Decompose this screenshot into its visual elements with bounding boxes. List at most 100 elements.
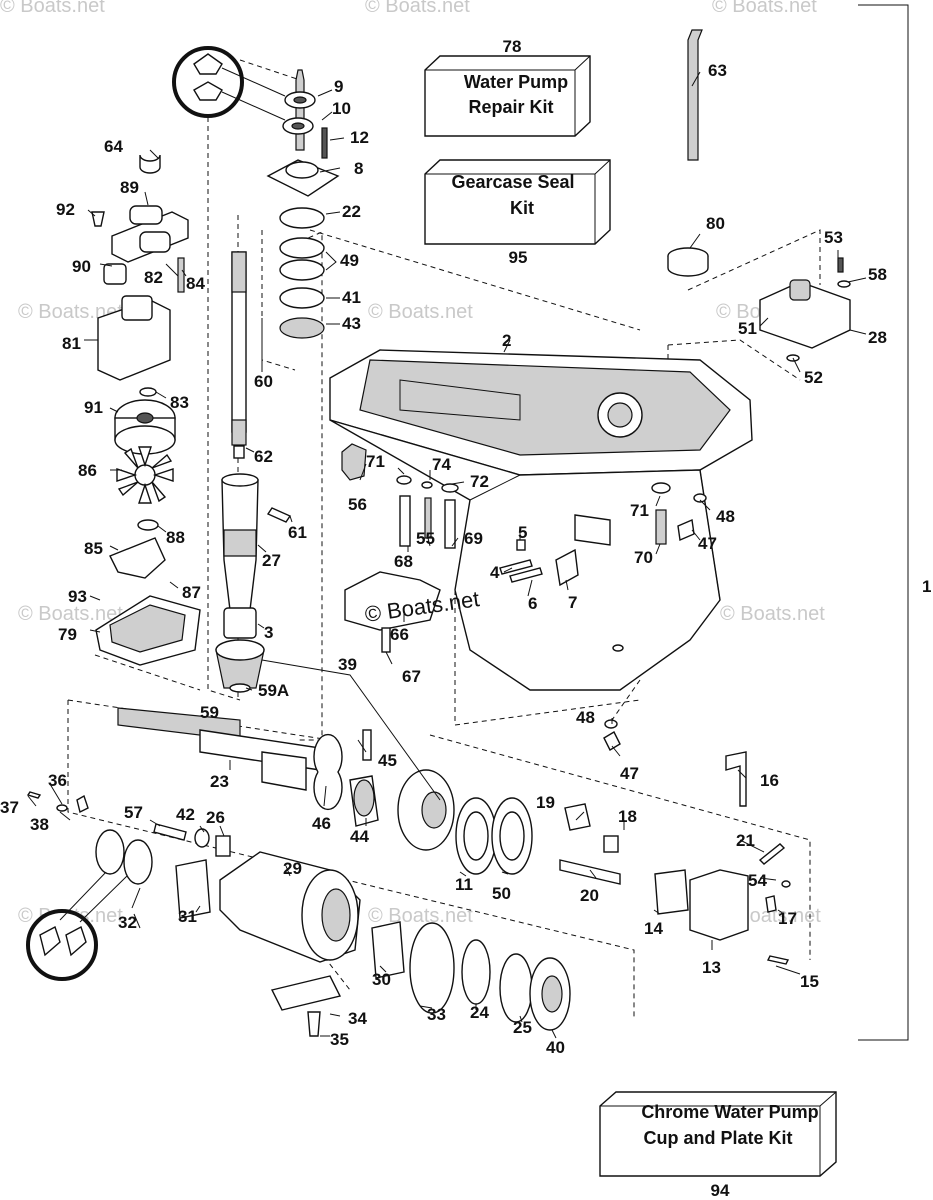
part-label-19: 19 (536, 793, 555, 812)
part-label-52: 52 (804, 368, 823, 387)
kit-title: Gearcase Seal (451, 172, 574, 192)
part-label-38: 38 (30, 815, 49, 834)
part-label-93: 93 (68, 587, 87, 606)
kit-title: Chrome Water Pump (641, 1102, 818, 1122)
part-label-25: 25 (513, 1018, 532, 1037)
part-label-82: 82 (144, 268, 163, 287)
watermark-text: © Boats.net (368, 905, 473, 927)
part-label-30: 30 (372, 970, 391, 989)
part-label-12: 12 (350, 128, 369, 147)
part-label-36: 36 (48, 771, 67, 790)
part-label-32: 32 (118, 913, 137, 932)
part-label-68: 68 (394, 552, 413, 571)
watermark-text: © Boats.net (18, 301, 123, 323)
part-label-47: 47 (620, 764, 639, 783)
part-label-41: 41 (342, 288, 361, 307)
part-label-79: 79 (58, 625, 77, 644)
leader-lines (27, 71, 867, 1039)
kit-number: 95 (509, 248, 528, 267)
part-label-2: 2 (502, 331, 511, 350)
part-label-86: 86 (78, 461, 97, 480)
part-label-7: 7 (568, 593, 577, 612)
part-label-22: 22 (342, 202, 361, 221)
watermark-text: © Boats.net (712, 0, 817, 17)
part-label-44: 44 (350, 827, 369, 846)
kit-title: Water Pump (464, 72, 568, 92)
part-label-23: 23 (210, 772, 229, 791)
part-label-34: 34 (348, 1009, 367, 1028)
watermark-text: © Boats.net (720, 603, 825, 625)
part-label-60: 60 (254, 372, 273, 391)
part-label-4: 4 (490, 563, 500, 582)
part-label-80: 80 (706, 214, 725, 233)
part-label-42: 42 (176, 805, 195, 824)
part-label-67: 67 (402, 667, 421, 686)
part-label-51: 51 (738, 319, 757, 338)
kit-number: 94 (711, 1181, 730, 1200)
part-label-84: 84 (186, 274, 205, 293)
part-label-9: 9 (334, 77, 343, 96)
part-label-66: 66 (390, 625, 409, 644)
part-label-1: 1 (922, 577, 931, 596)
part-label-54: 54 (748, 871, 767, 890)
part-label-11: 11 (455, 875, 473, 894)
part-label-92: 92 (56, 200, 75, 219)
watermark-text: © Boats.net (0, 0, 105, 17)
water-pump-kit-box: 78 Water Pump Repair Kit (424, 37, 591, 137)
part-label-15: 15 (800, 972, 819, 991)
part-label-81: 81 (62, 334, 81, 353)
part-label-14: 14 (644, 919, 663, 938)
part-label-74: 74 (432, 455, 451, 474)
part-label-26: 26 (206, 808, 225, 827)
gearcase-housing (329, 349, 753, 691)
part-label-39: 39 (338, 655, 357, 674)
part-label-35: 35 (330, 1030, 349, 1049)
part-label-59: 59 (200, 703, 219, 722)
watermark-text: © Boats.net (368, 301, 473, 323)
part-label-64: 64 (104, 137, 123, 156)
lubricant-detail-circle-bottom (26, 869, 129, 981)
part-label-21: 21 (736, 831, 755, 850)
kit-number: 78 (503, 37, 522, 56)
part-label-87: 87 (182, 583, 201, 602)
kit-title: Repair Kit (468, 97, 553, 117)
part-label-62: 62 (254, 447, 273, 466)
middle-parts (341, 443, 707, 751)
gearcase-seal-kit-box: Gearcase Seal Kit 95 (424, 159, 611, 267)
upper-right-parts (667, 29, 851, 362)
part-label-63: 63 (708, 61, 727, 80)
drive-shaft-parts (215, 69, 340, 693)
part-label-37: 37 (0, 798, 19, 817)
part-label-10: 10 (332, 99, 351, 118)
part-label-45: 45 (378, 751, 397, 770)
chrome-cup-plate-kit-box: Chrome Water Pump Cup and Plate Kit 94 (599, 1091, 837, 1200)
part-label-8: 8 (354, 159, 363, 178)
part-label-49: 49 (340, 251, 359, 270)
part-label-48: 48 (716, 507, 735, 526)
part-label-17: 17 (778, 909, 797, 928)
kit-title: Kit (510, 198, 534, 218)
part-label-56: 56 (348, 495, 367, 514)
shift-parts (559, 751, 791, 965)
lubricant-detail-circle-top (172, 46, 286, 121)
kit-title: Cup and Plate Kit (643, 1128, 792, 1148)
watermark-text: © Boats.net (18, 603, 123, 625)
part-label-33: 33 (427, 1005, 446, 1024)
part-label-20: 20 (580, 886, 599, 905)
part-label-31: 31 (178, 907, 197, 926)
part-label-47: 47 (698, 534, 717, 553)
part-label-29: 29 (283, 859, 302, 878)
watermark-text: © Boats.net (365, 0, 470, 17)
assembly-dashed-lines (67, 59, 821, 1020)
part-label-6: 6 (528, 594, 537, 613)
part-labels: 1 2 3 4 5 6 7 8 9 10 11 12 13 14 15 16 1… (0, 61, 931, 1057)
part-label-3: 3 (264, 623, 273, 642)
part-label-89: 89 (120, 178, 139, 197)
part-label-50: 50 (492, 884, 511, 903)
part-label-90: 90 (72, 257, 91, 276)
part-label-69: 69 (464, 529, 483, 548)
part-label-16: 16 (760, 771, 779, 790)
part-label-5: 5 (518, 523, 527, 542)
part-label-72: 72 (470, 472, 489, 491)
